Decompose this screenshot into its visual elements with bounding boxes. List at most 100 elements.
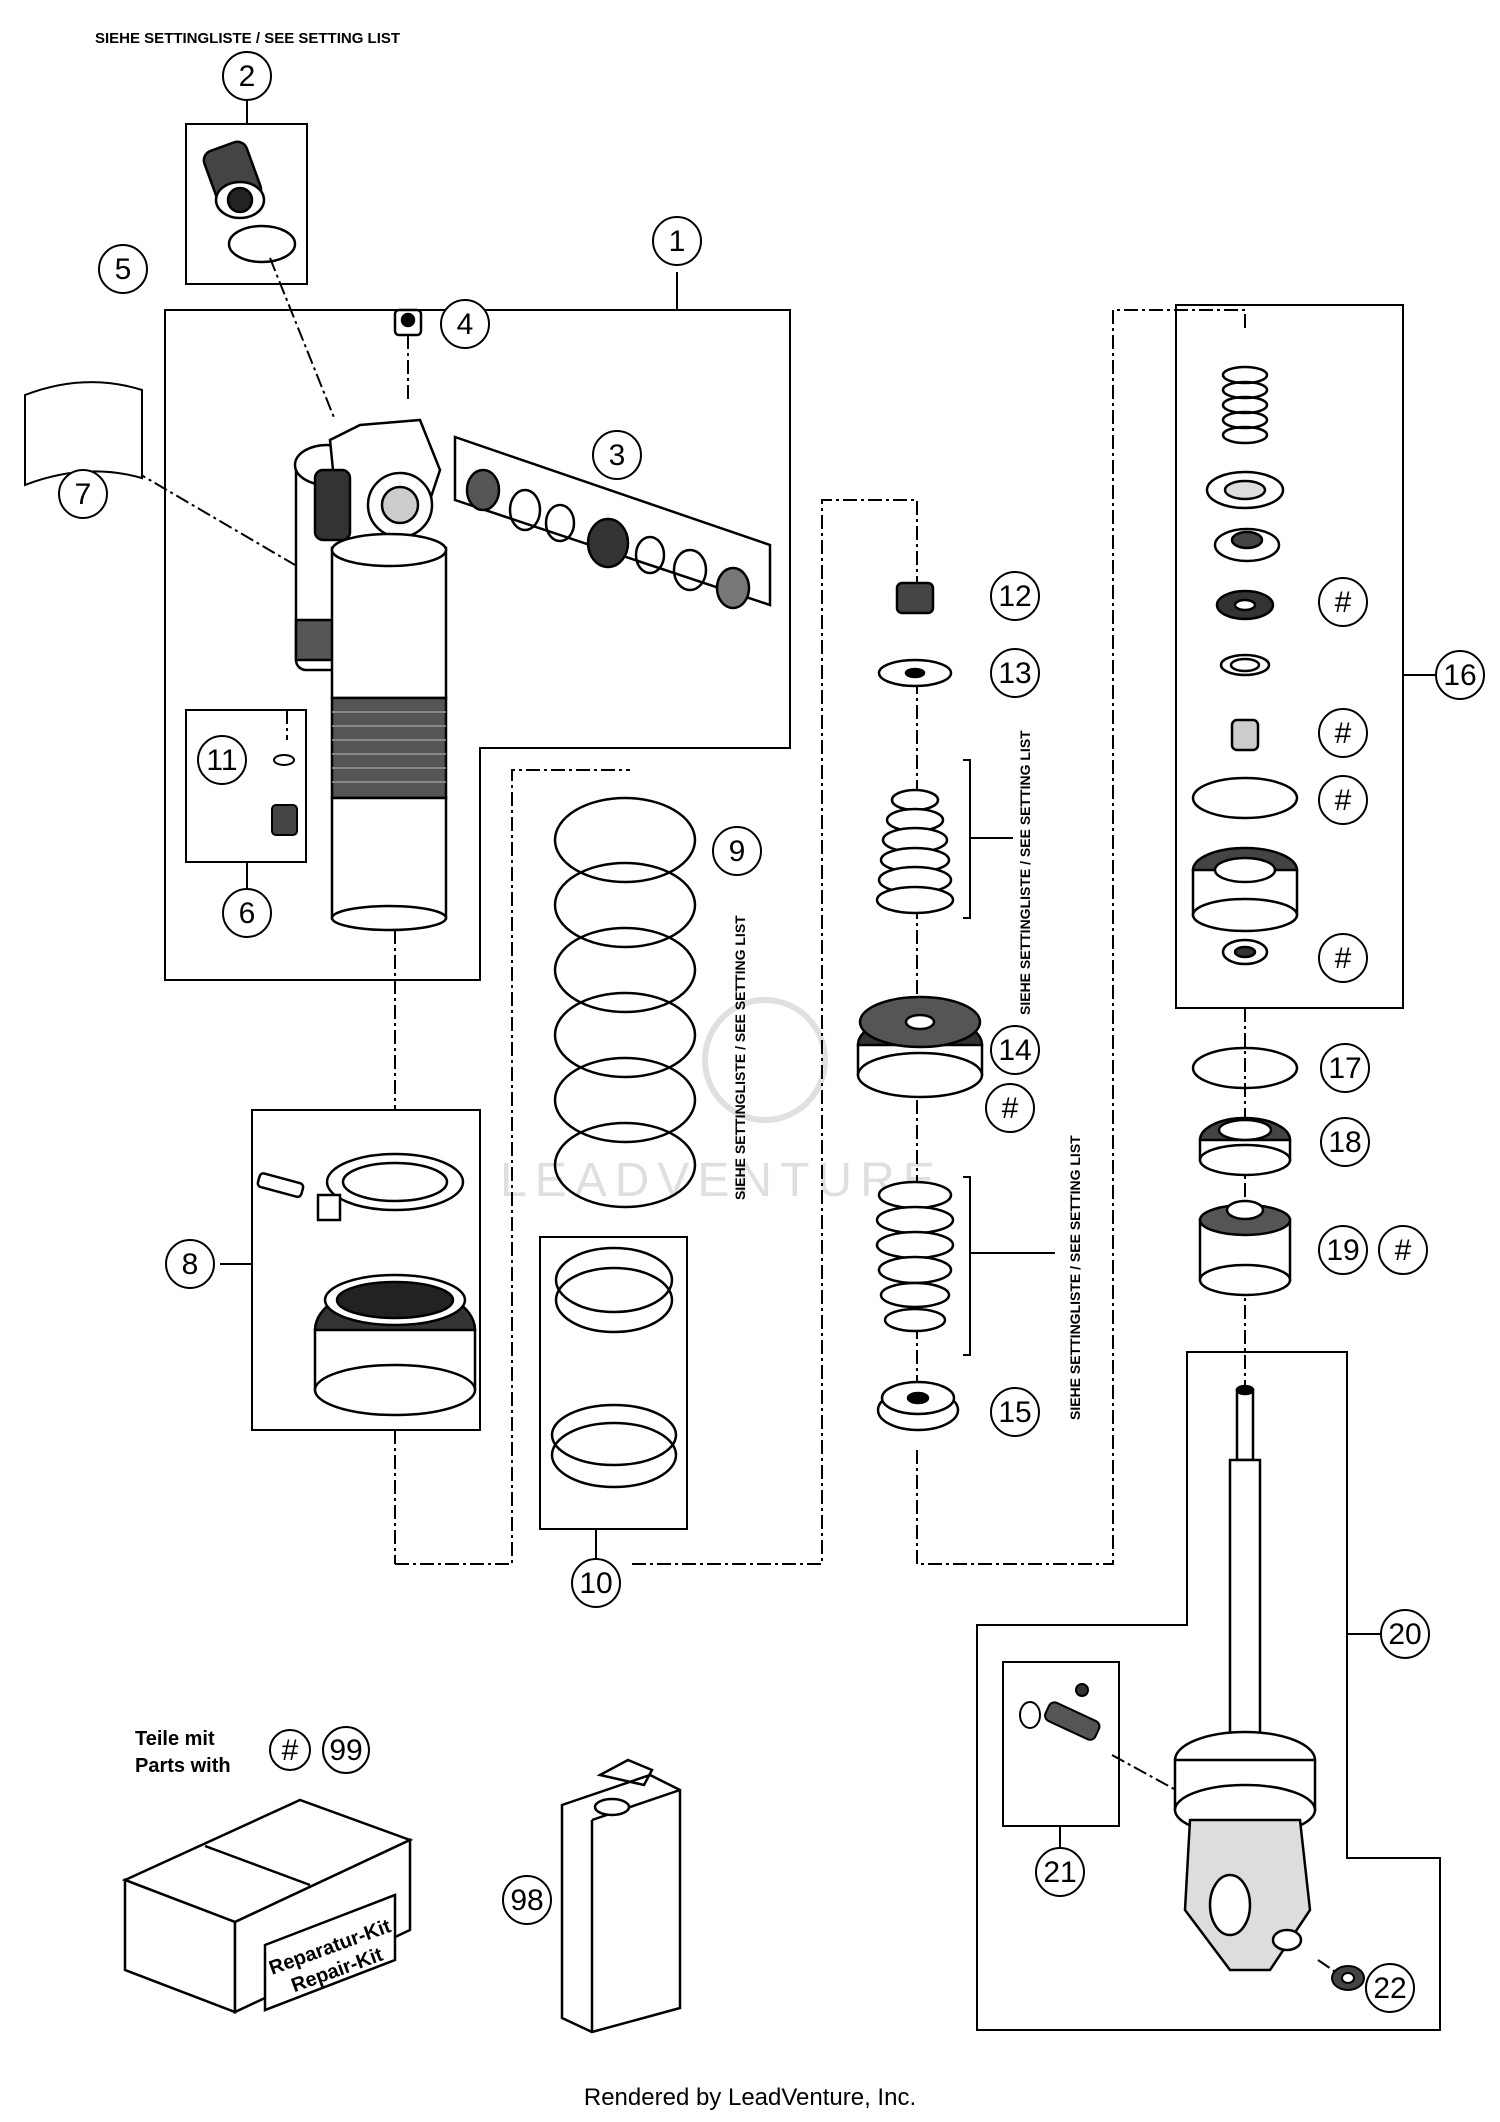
callout-14-hash-circle [985, 1083, 1035, 1133]
assembly-leader-lines [89, 257, 1341, 1976]
part-15-bumper [876, 1380, 960, 1432]
callout-16: 16 [1443, 659, 1476, 692]
callout-19-hash-circle [1378, 1225, 1428, 1275]
lower-shim-stack [875, 1180, 955, 1333]
part-8-spring-collar [256, 1152, 477, 1417]
callout-98: 98 [510, 1884, 543, 1917]
watermark: LEADVENTURE [500, 997, 943, 1207]
callout-10: 10 [579, 1567, 612, 1600]
callout-15: 15 [998, 1396, 1031, 1429]
frame-group-1 [164, 309, 791, 981]
callout-12-circle [990, 571, 1040, 621]
part-3-seal-set [453, 435, 772, 610]
setting-list-note-top: SIEHE SETTINGLISTE / SEE SETTING LIST [95, 30, 400, 47]
piston-rod-components [856, 581, 984, 1432]
callout-16-hash-1-circle [1318, 577, 1368, 627]
part-16-compression-assembly [1191, 365, 1299, 966]
callout-1: 1 [669, 225, 686, 258]
callout-6: 6 [239, 897, 256, 930]
legend-99-circle [322, 1726, 370, 1774]
callout-21-circle [1035, 1847, 1085, 1897]
upper-shim-stack [875, 788, 955, 915]
part-17-circlip [1191, 1046, 1299, 1090]
callout-1-circle [652, 216, 702, 266]
callout-16-hash-4-circle [1318, 933, 1368, 983]
legend-line-2: Parts with [135, 1755, 231, 1777]
setting-list-note-lower-stack: SIEHE SETTINGLISTE / SEE SETTING LIST [1067, 1135, 1083, 1420]
footer-credit: Rendered by LeadVenture, Inc. [584, 2084, 916, 2111]
setting-list-note-spring: SIEHE SETTINGLISTE / SEE SETTING LIST [732, 915, 748, 1200]
watermark-text: LEADVENTURE [500, 1154, 943, 1207]
callout-5: 5 [115, 253, 132, 286]
part-12-nut [895, 581, 935, 615]
part-14-piston [856, 995, 984, 1099]
callout-14-hash: # [1002, 1092, 1019, 1125]
part-20-piston-rod [1173, 1384, 1317, 1972]
group-frames [164, 100, 1441, 2031]
callout-16-hash-3-circle [1318, 775, 1368, 825]
repair-kit-box [121, 1798, 414, 2014]
callout-18-circle [1320, 1117, 1370, 1167]
callout-14: 14 [998, 1034, 1031, 1067]
part-5-o-ring [227, 224, 297, 264]
frame-group-8 [251, 1109, 481, 1431]
part-11-screw [271, 754, 298, 836]
callout-13: 13 [998, 657, 1031, 690]
part-21-valve [1019, 1683, 1101, 1741]
callout-16-hash-2-circle [1318, 708, 1368, 758]
legend-hash: # [282, 1734, 299, 1767]
callout-8-circle [165, 1239, 215, 1289]
callout-7: 7 [75, 478, 92, 511]
callout-labels: 2 5 1 4 3 7 11 6 8 9 10 12 13 14 # 15 # … [75, 60, 1477, 2005]
part-22-bushing [1331, 1965, 1365, 1991]
parts-17-18-19 [1191, 1046, 1299, 1297]
callouts [58, 51, 1485, 2013]
callout-16-hash-4: # [1335, 942, 1352, 975]
callout-18: 18 [1328, 1126, 1361, 1159]
frame-group-16 [1175, 304, 1404, 1009]
callout-20-circle [1380, 1609, 1430, 1659]
callout-6-circle [222, 888, 272, 938]
frame-group-21 [1002, 1661, 1120, 1827]
part-10-spring-seats [550, 1246, 678, 1489]
frame-group-6 [185, 709, 307, 863]
frame-group-20 [976, 1351, 1441, 2031]
part-9-spring [553, 796, 697, 1209]
callout-2-circle [222, 51, 272, 101]
part-2-adjuster [202, 140, 297, 264]
callout-22-circle [1365, 1963, 1415, 2013]
callout-11-circle [197, 735, 247, 785]
callout-16-hash-3: # [1335, 784, 1352, 817]
part-18-seal-head [1198, 1116, 1292, 1177]
part-7-label-sticker [24, 381, 143, 487]
callout-17: 17 [1328, 1052, 1361, 1085]
callout-5-circle [98, 244, 148, 294]
callout-17-circle [1320, 1043, 1370, 1093]
callout-2: 2 [239, 60, 256, 93]
callout-12: 12 [998, 580, 1031, 613]
part-19-bump-stop [1198, 1199, 1292, 1297]
callout-4-circle [440, 299, 490, 349]
callout-19-hash: # [1395, 1234, 1412, 1267]
shock-body [293, 308, 448, 932]
callout-21: 21 [1043, 1856, 1076, 1889]
callout-3: 3 [609, 439, 626, 472]
callout-10-circle [571, 1558, 621, 1608]
callout-7-circle [58, 469, 108, 519]
callout-19-circle [1318, 1225, 1368, 1275]
callout-99: 99 [329, 1734, 362, 1767]
callout-15-circle [990, 1387, 1040, 1437]
callout-16-circle [1435, 650, 1485, 700]
callout-98-circle [502, 1875, 552, 1925]
frame-group-10 [539, 1236, 688, 1530]
callout-9-circle [712, 826, 762, 876]
setting-list-note-upper-stack: SIEHE SETTINGLISTE / SEE SETTING LIST [1017, 730, 1033, 1015]
callout-13-circle [990, 648, 1040, 698]
legend-line-1: Teile mit [135, 1728, 215, 1750]
callout-16-hash-1: # [1335, 586, 1352, 619]
callout-20: 20 [1388, 1618, 1421, 1651]
callout-14-circle [990, 1025, 1040, 1075]
callout-3-circle [592, 430, 642, 480]
callout-4: 4 [457, 308, 474, 341]
